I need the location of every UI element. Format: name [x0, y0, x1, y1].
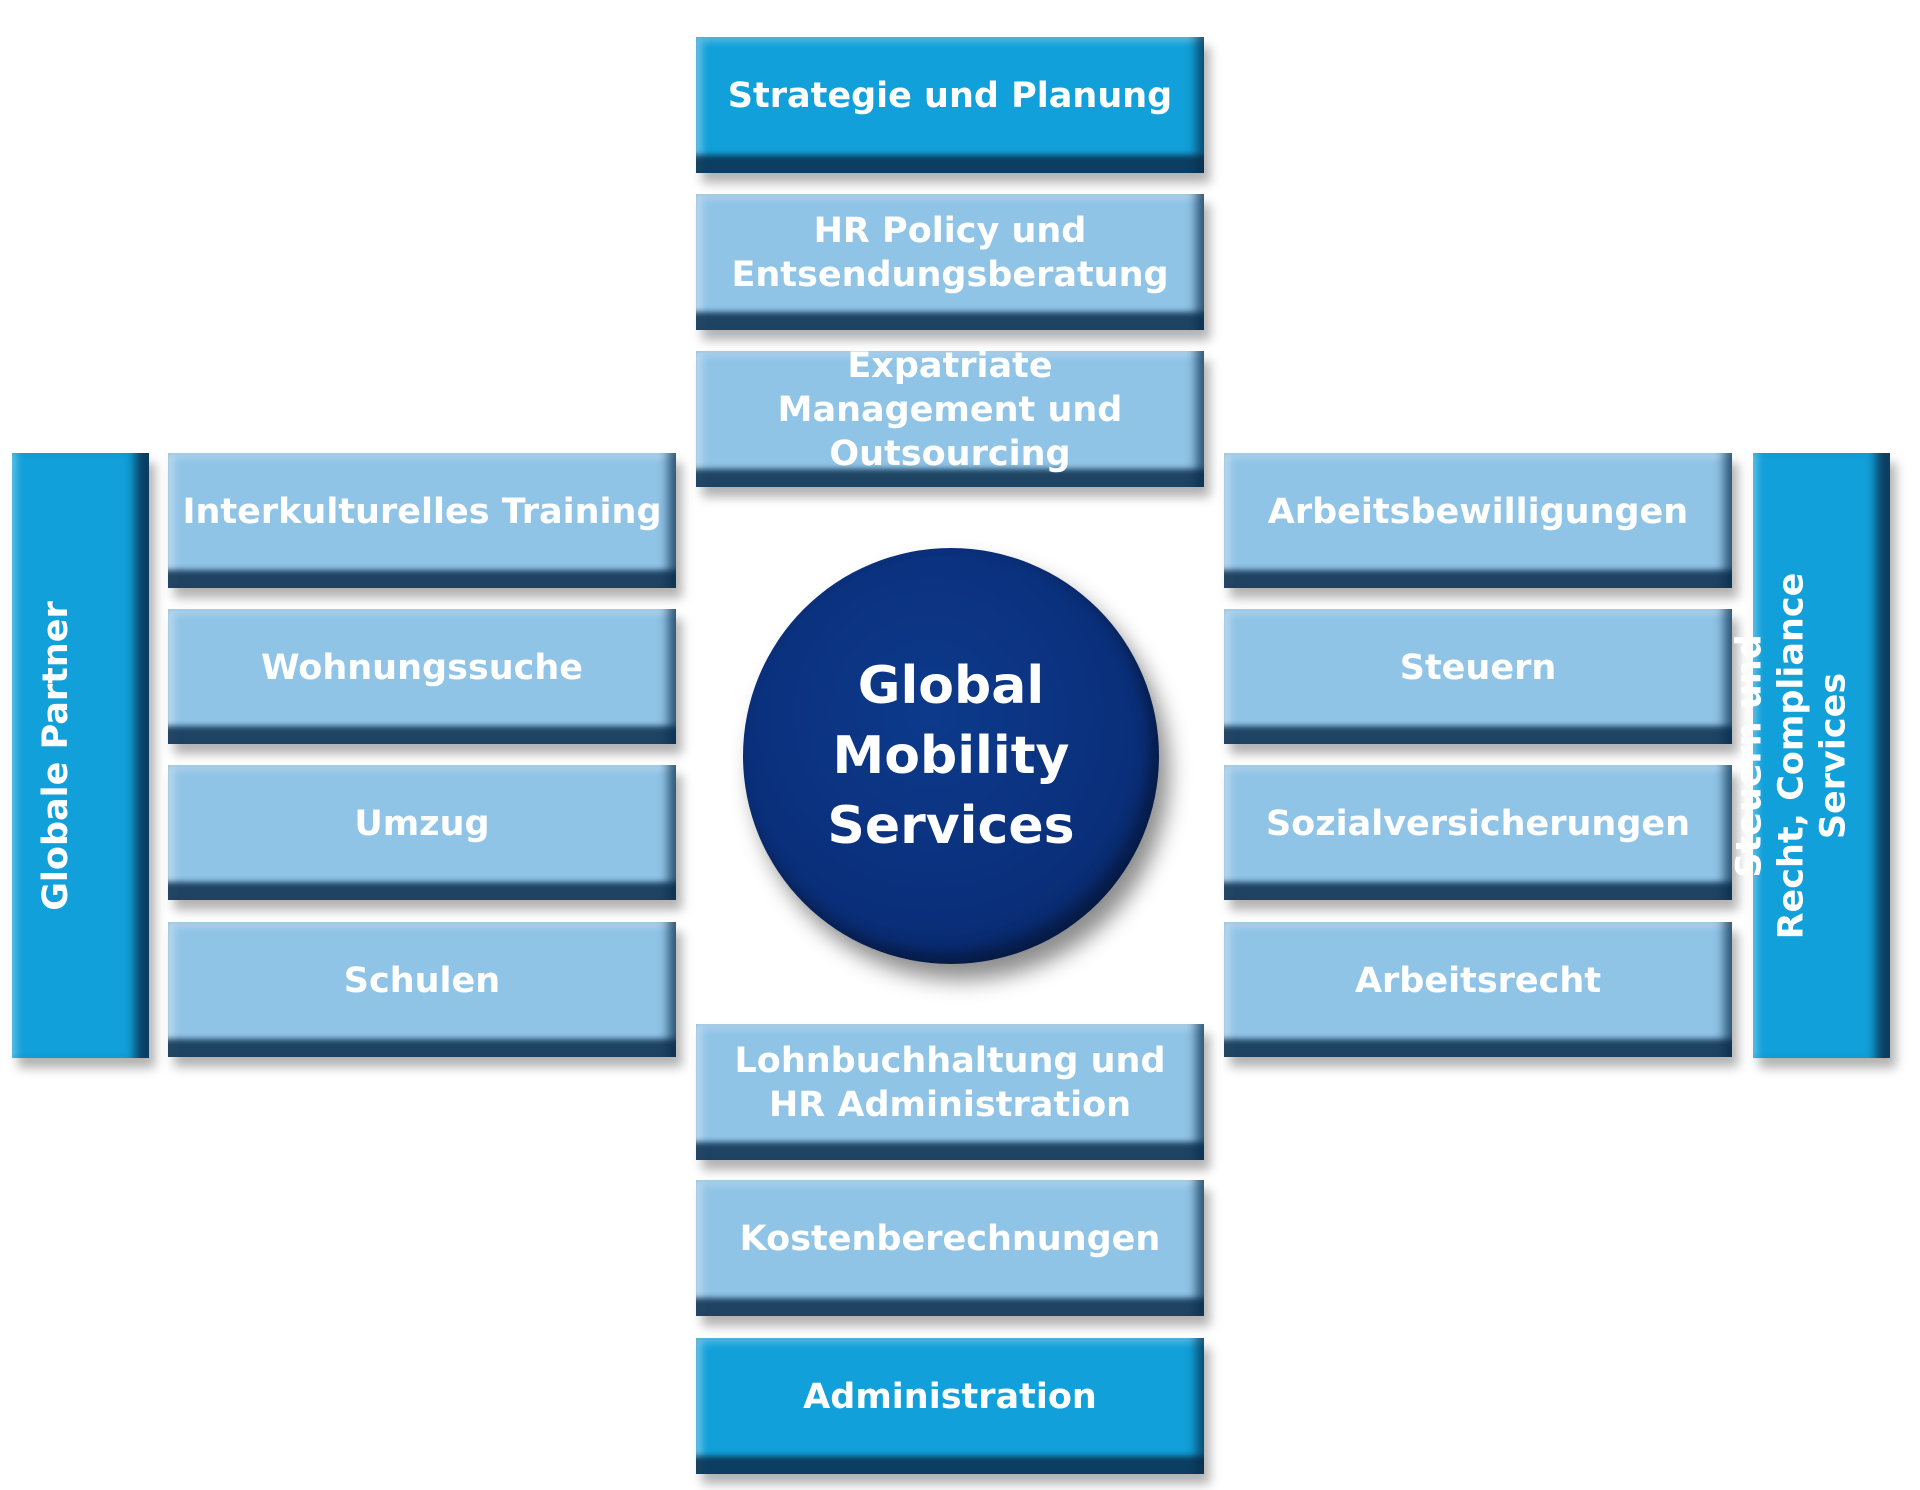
- box-arbeitsrecht: Arbeitsrecht: [1224, 922, 1732, 1057]
- box-label: Schulen: [343, 960, 501, 1001]
- box-label: Expatriate Management und Outsourcing: [777, 346, 1123, 474]
- box-umzug: Umzug: [168, 765, 676, 900]
- box-label: Kostenberechnungen: [739, 1219, 1161, 1259]
- box-strategie: Strategie und Planung: [696, 37, 1204, 173]
- box-label: HR Policy und Entsendungsberatung: [731, 211, 1169, 295]
- box-label: Administration: [803, 1377, 1097, 1417]
- left-bar-globale-partner: Globale Partner: [12, 453, 149, 1058]
- box-label: Sozialversicherungen: [1265, 803, 1691, 844]
- right-bar-label: Steuern und Recht, Compliance Services: [1729, 572, 1854, 939]
- box-label: Arbeitsrecht: [1354, 960, 1602, 1001]
- box-arbeitsbewilligungen: Arbeitsbewilligungen: [1224, 453, 1732, 588]
- left-bar-label: Globale Partner: [35, 600, 76, 911]
- box-label: Wohnungssuche: [260, 647, 584, 688]
- box-hr-policy: HR Policy und Entsendungsberatung: [696, 194, 1204, 330]
- box-sozialversicherungen: Sozialversicherungen: [1224, 765, 1732, 900]
- right-bar-steuern-recht: Steuern und Recht, Compliance Services: [1729, 453, 1890, 1058]
- box-lohnbuchhaltung: Lohnbuchhaltung und HR Administration: [696, 1024, 1204, 1160]
- box-label: Umzug: [354, 803, 490, 844]
- box-wohnungssuche: Wohnungssuche: [168, 609, 676, 744]
- box-steuern: Steuern: [1224, 609, 1732, 744]
- center-circle: Global Mobility Services: [743, 548, 1159, 964]
- box-expatriate: Expatriate Management und Outsourcing: [696, 346, 1204, 487]
- box-administration: Administration: [696, 1338, 1204, 1474]
- box-label: Steuern: [1399, 647, 1557, 688]
- box-label: Arbeitsbewilligungen: [1267, 491, 1689, 532]
- box-schulen: Schulen: [168, 922, 676, 1057]
- box-label: Strategie und Planung: [727, 76, 1173, 116]
- center-label: Global Mobility Services: [827, 656, 1075, 856]
- box-label: Interkulturelles Training: [182, 491, 662, 532]
- box-label: Lohnbuchhaltung und HR Administration: [734, 1041, 1166, 1125]
- box-interkulturelles-training: Interkulturelles Training: [168, 453, 676, 588]
- box-kostenberechnungen: Kostenberechnungen: [696, 1180, 1204, 1316]
